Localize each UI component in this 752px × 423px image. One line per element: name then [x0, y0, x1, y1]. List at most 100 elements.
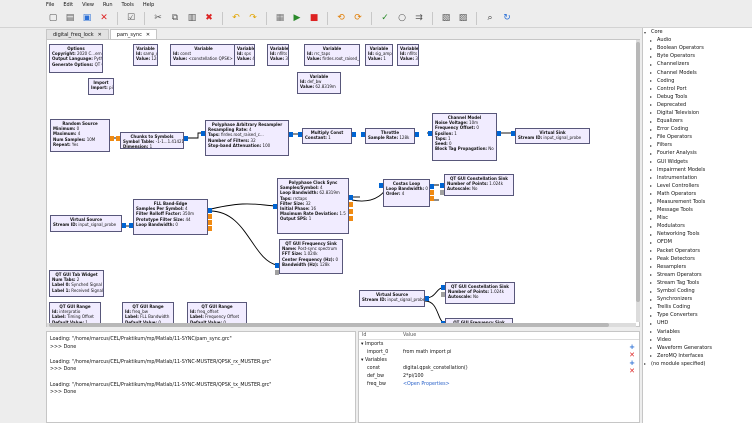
properties-button[interactable]: ☑: [124, 11, 138, 25]
block-category[interactable]: ▸Modulators: [643, 222, 752, 230]
block-tree-root[interactable]: ▾Core: [643, 28, 752, 36]
variables-group[interactable]: ▾ Imports: [359, 340, 639, 348]
chevron-right-icon[interactable]: ▸: [650, 248, 653, 254]
block-library[interactable]: ▾Core▸Audio▸Boolean Operators▸Byte Opera…: [642, 28, 752, 423]
close-icon[interactable]: ✕: [145, 31, 151, 38]
chevron-right-icon[interactable]: ▸: [650, 288, 653, 294]
output-port[interactable]: [430, 184, 434, 189]
search-button[interactable]: ⌕: [483, 11, 497, 25]
block-category[interactable]: ▸Misc: [643, 214, 752, 222]
cut-button[interactable]: ✂: [151, 11, 165, 25]
tab-pam-sync[interactable]: pam_sync ✕: [109, 29, 158, 39]
block-category[interactable]: ▸Filters: [643, 141, 752, 149]
canvas-vertical-scrollbar[interactable]: [636, 40, 640, 322]
chevron-down-icon[interactable]: ▾: [644, 29, 647, 35]
chevron-right-icon[interactable]: ▸: [650, 70, 653, 76]
chevron-right-icon[interactable]: ▸: [650, 150, 653, 156]
paste-button[interactable]: ▥: [185, 11, 199, 25]
chevron-down-icon[interactable]: ▾: [361, 357, 364, 363]
chevron-right-icon[interactable]: ▸: [650, 199, 653, 205]
chevron-right-icon[interactable]: ▸: [650, 167, 653, 173]
chevron-right-icon[interactable]: ▸: [650, 78, 653, 84]
input-port[interactable]: [201, 131, 205, 136]
output-port[interactable]: [415, 132, 419, 137]
chevron-right-icon[interactable]: ▸: [644, 361, 647, 367]
chevron-right-icon[interactable]: ▸: [650, 312, 653, 318]
copy-button[interactable]: ⧉: [168, 11, 182, 25]
rotate-ccw-button[interactable]: ⟲: [334, 11, 348, 25]
remove-icon[interactable]: ✕: [629, 351, 635, 359]
block-category[interactable]: ▸OFDM: [643, 238, 752, 246]
chevron-right-icon[interactable]: ▸: [650, 239, 653, 245]
menu-tools[interactable]: Tools: [121, 1, 134, 8]
chevron-right-icon[interactable]: ▸: [650, 183, 653, 189]
rotate-cw-button[interactable]: ⟳: [351, 11, 365, 25]
chevron-right-icon[interactable]: ▸: [650, 134, 653, 140]
remove-icon[interactable]: ✕: [629, 367, 635, 375]
input-port[interactable]: [361, 132, 365, 137]
output-port[interactable]: [208, 226, 212, 231]
chevron-right-icon[interactable]: ▸: [650, 337, 653, 343]
close-button[interactable]: ✕: [97, 11, 111, 25]
output-port[interactable]: [352, 132, 356, 137]
input-port[interactable]: [275, 263, 279, 268]
input-port[interactable]: [379, 183, 383, 188]
block-category[interactable]: ▸Stream Operators: [643, 271, 752, 279]
open-hier-button[interactable]: ▨: [456, 11, 470, 25]
block-category[interactable]: ▸Instrumentation: [643, 174, 752, 182]
chevron-right-icon[interactable]: ▸: [650, 37, 653, 43]
block-category[interactable]: ▸Fourier Analysis: [643, 149, 752, 157]
menu-run[interactable]: Run: [102, 1, 113, 8]
block-category[interactable]: ▸Resamplers: [643, 263, 752, 271]
open-button[interactable]: ▤: [63, 11, 77, 25]
menu-view[interactable]: View: [82, 1, 94, 8]
block-category[interactable]: ▸Video: [643, 336, 752, 344]
redo-button[interactable]: ↷: [246, 11, 260, 25]
menu-file[interactable]: File: [46, 1, 55, 8]
block-category[interactable]: ▸Message Tools: [643, 206, 752, 214]
block-category[interactable]: ▸Boolean Operators: [643, 44, 752, 52]
variables-group[interactable]: ▾ Variables: [359, 356, 639, 364]
output-port[interactable]: [208, 220, 212, 225]
block-category[interactable]: ▸ZeroMQ Interfaces: [643, 352, 752, 360]
block-category[interactable]: ▸File Operators: [643, 133, 752, 141]
output-port[interactable]: [349, 209, 353, 214]
output-port[interactable]: [184, 136, 188, 141]
output-port[interactable]: [425, 296, 429, 301]
output-port[interactable]: [430, 190, 434, 195]
output-port[interactable]: [208, 214, 212, 219]
variable-row[interactable]: freq_bw<Open Properties>: [359, 380, 639, 388]
canvas-horizontal-scrollbar[interactable]: [47, 323, 636, 327]
variable-value[interactable]: <Open Properties>: [403, 381, 450, 387]
add-icon[interactable]: +: [629, 343, 635, 351]
block-category[interactable]: ▸Deprecated: [643, 101, 752, 109]
console-panel[interactable]: Loading: "/home/marcus/CEL/Praktikum/mp/…: [46, 331, 356, 423]
scroll-thumb[interactable]: [636, 42, 640, 302]
block-category[interactable]: ▸Control Port: [643, 85, 752, 93]
block-category[interactable]: ▸Error Coding: [643, 125, 752, 133]
output-port[interactable]: [349, 216, 353, 221]
execute-button[interactable]: ▶: [290, 11, 304, 25]
input-port[interactable]: [273, 204, 277, 209]
output-port[interactable]: [349, 195, 353, 200]
menu-help[interactable]: Help: [142, 1, 155, 8]
save-button[interactable]: ▣: [80, 11, 94, 25]
block-category[interactable]: ▸Math Operators: [643, 190, 752, 198]
chevron-right-icon[interactable]: ▸: [650, 110, 653, 116]
block-category[interactable]: ▸Peak Detectors: [643, 255, 752, 263]
block-category[interactable]: ▸Packet Operators: [643, 247, 752, 255]
